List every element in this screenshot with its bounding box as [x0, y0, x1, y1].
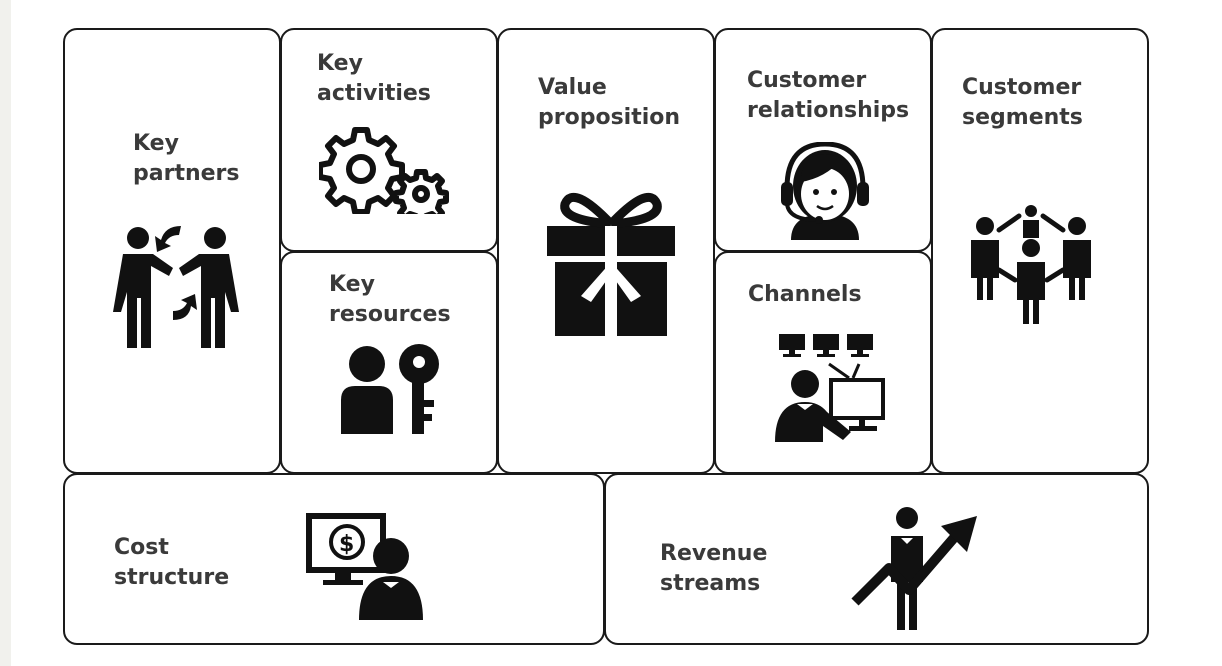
svg-text:$: $ — [339, 532, 354, 557]
key-resources-label: Key resources — [329, 272, 451, 327]
gears-icon — [319, 124, 449, 214]
customer-segments-label: Customer segments — [962, 75, 1083, 130]
key-partners-label: Key partners — [133, 131, 240, 186]
growth-arrow-person-icon — [845, 506, 985, 634]
person-key-icon — [339, 344, 449, 436]
money-monitor-person-icon: $ — [305, 512, 429, 622]
cost-structure-block — [63, 473, 605, 645]
value-proposition-label: Value proposition — [538, 75, 681, 130]
channels-label: Channels — [748, 282, 862, 307]
revenue-streams-label: Revenue streams — [660, 541, 768, 596]
business-model-canvas: Key partners Key activities — [11, 0, 1222, 666]
handshake-exchange-icon — [111, 222, 241, 357]
people-network-icon — [965, 204, 1097, 328]
monitors-network-icon — [767, 334, 893, 444]
key-activities-label: Key activities — [317, 51, 431, 106]
gift-icon — [545, 186, 677, 338]
cost-structure-label: Cost structure — [114, 535, 230, 590]
revenue-streams-block — [604, 473, 1149, 645]
customer-relationships-label: Customer relationships — [747, 68, 910, 123]
headset-agent-icon — [777, 142, 873, 242]
key-partners-block — [63, 28, 281, 474]
customer-segments-block — [931, 28, 1149, 474]
